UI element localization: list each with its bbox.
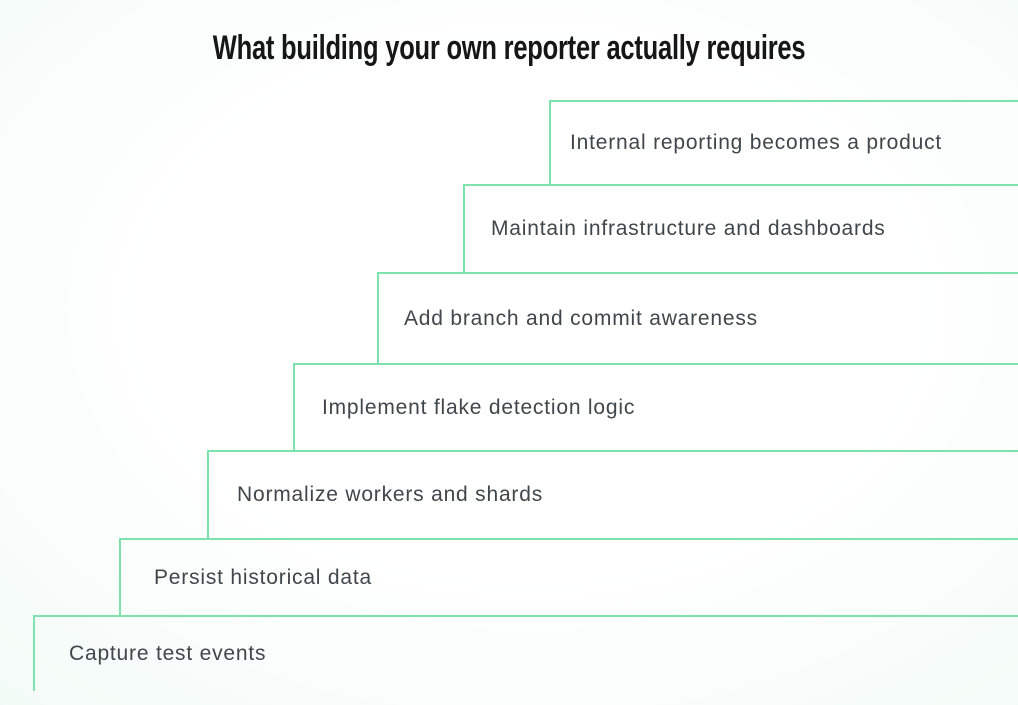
- step-label: Persist historical data: [154, 565, 372, 589]
- step-label: Implement flake detection logic: [322, 395, 636, 419]
- step-label: Normalize workers and shards: [237, 483, 544, 506]
- page-title-text: What building your own reporter actually…: [212, 29, 806, 67]
- step-flake-detection-logic: Implement flake detection logic: [293, 363, 1018, 450]
- step-label: Maintain infrastructure and dashboards: [491, 217, 886, 240]
- step-capture-test-events: Capture test events: [33, 615, 1018, 691]
- step-persist-historical-data: Persist historical data: [119, 538, 1018, 615]
- step-label: Capture test events: [69, 642, 267, 665]
- page-title: What building your own reporter actually…: [0, 31, 1018, 65]
- step-normalize-workers-shards: Normalize workers and shards: [207, 450, 1018, 538]
- step-maintain-infrastructure: Maintain infrastructure and dashboards: [463, 184, 1018, 272]
- step-internal-reporting-product: Internal reporting becomes a product: [549, 100, 1018, 184]
- step-label: Internal reporting becomes a product: [570, 131, 942, 154]
- step-label: Add branch and commit awareness: [404, 306, 758, 330]
- step-branch-commit-awareness: Add branch and commit awareness: [377, 272, 1018, 363]
